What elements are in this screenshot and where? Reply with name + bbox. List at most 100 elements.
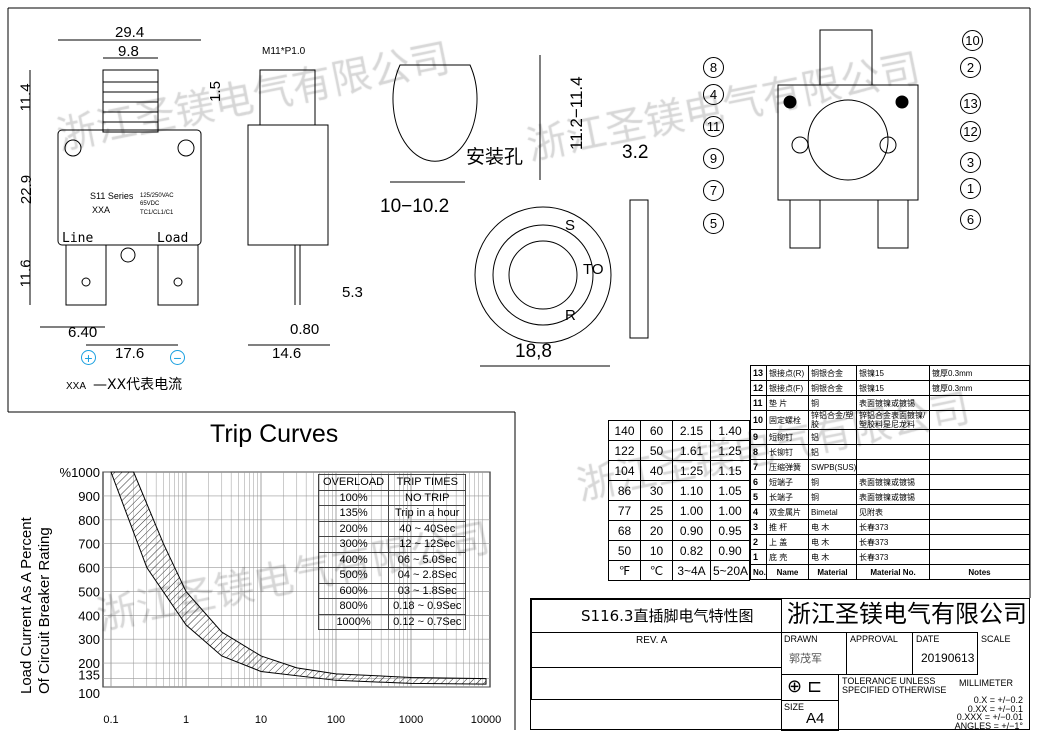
x-tick-label: 10000 — [471, 714, 502, 726]
bom-header: Material No. — [856, 564, 930, 580]
bom-cell: 电 木 — [808, 549, 857, 565]
overload-cell: 12 ~ 12Sec — [388, 536, 467, 553]
overload-cell: 135% — [317, 505, 390, 522]
temp-cell: 2.15 — [672, 420, 711, 441]
bom-cell: 电 木 — [808, 519, 857, 535]
overload-cell: 300% — [317, 536, 390, 553]
temp-cell: 1.05 — [710, 480, 750, 501]
tolerance-label-2: SPECIFIED OTHERWISE — [842, 685, 947, 695]
temp-cell: 20 — [640, 520, 673, 541]
temp-cell: 30 — [640, 480, 673, 501]
overload-cell: 600% — [317, 582, 390, 599]
overload-cell: 0.12 ~ 0.7Sec — [388, 613, 467, 630]
bom-cell — [929, 504, 1030, 520]
temp-cell: 1.25 — [672, 460, 711, 481]
bom-cell: 长春373 — [856, 534, 930, 550]
bom-cell: 3 — [750, 519, 767, 535]
overload-row: 1000%0.12 ~ 0.7Sec — [317, 613, 467, 630]
overload-row: 800%0.18 ~ 0.9Sec — [317, 598, 467, 615]
tolerance-unit: MILLIMETER — [959, 678, 1014, 688]
bom-cell: 推 杆 — [766, 519, 809, 535]
bom-cell: 铝 — [808, 444, 857, 460]
overload-row: 100%NO TRIP — [317, 489, 467, 506]
bom-cell: 13 — [750, 365, 767, 381]
overload-cell: 03 ~ 1.8Sec — [388, 582, 467, 599]
bom-header: Material — [808, 564, 857, 580]
bom-cell — [929, 444, 1030, 460]
overload-cell: 40 ~ 40Sec — [388, 520, 467, 537]
y-tick-label: 300 — [78, 632, 100, 647]
temp-cell: 68 — [608, 520, 641, 541]
y-tick-label: 600 — [78, 561, 100, 576]
y-tick-label: 400 — [78, 608, 100, 623]
overload-cell: 800% — [317, 598, 390, 615]
overload-cell: 100% — [317, 489, 390, 506]
bom-header: Notes — [929, 564, 1030, 580]
overload-cell: 400% — [317, 551, 390, 568]
temp-cell: 1.25 — [710, 440, 750, 461]
overload-row: 400%06 ~ 5.0Sec — [317, 551, 467, 568]
temp-cell: 0.90 — [672, 520, 711, 541]
temp-cell: 122 — [608, 440, 641, 461]
x-tick-label: 100 — [327, 714, 345, 726]
overload-cell: 200% — [317, 520, 390, 537]
temp-cell: 104 — [608, 460, 641, 481]
bom-cell: 7 — [750, 459, 767, 475]
bom-cell: 11 — [750, 395, 767, 411]
bom-cell: 9 — [750, 429, 767, 445]
bom-cell: 锌铝合金/塑胶 — [808, 410, 857, 430]
bom-cell — [929, 534, 1030, 550]
temp-cell: 0.82 — [672, 540, 711, 561]
drawn-by: 郭茂军 — [789, 653, 822, 665]
overload-cell: Trip in a hour — [388, 505, 467, 522]
overload-row: 200%40 ~ 40Sec — [317, 520, 467, 537]
bom-cell: 固定螺栓 — [766, 410, 809, 430]
temp-header: 5~20A — [710, 560, 750, 581]
bom-cell: 1 — [750, 549, 767, 565]
y-tick-label: 135 — [78, 668, 100, 683]
date-label: DATE — [916, 634, 940, 644]
bom-cell: 铜银合金 — [808, 365, 857, 381]
y-tick-label: 500 — [78, 584, 100, 599]
bom-cell: 银镍15 — [856, 380, 930, 396]
overload-row: 600%03 ~ 1.8Sec — [317, 582, 467, 599]
temp-header: 3~4A — [672, 560, 711, 581]
x-tick-label: 10 — [255, 714, 267, 726]
date-value: 20190613 — [921, 651, 975, 665]
scale-label: SCALE — [981, 634, 1011, 644]
bom-cell — [929, 474, 1030, 490]
bom-cell: 铜银合金 — [808, 380, 857, 396]
bom-cell: 镀厚0.3mm — [929, 380, 1030, 396]
temp-cell: 50 — [640, 440, 673, 461]
y-tick-label: 700 — [78, 537, 100, 552]
temp-cell: 1.61 — [672, 440, 711, 461]
bom-cell — [929, 410, 1030, 430]
overload-row: 500%04 ~ 2.8Sec — [317, 567, 467, 584]
overload-row: 135%Trip in a hour — [317, 505, 467, 522]
bom-cell: 4 — [750, 504, 767, 520]
temp-cell: 25 — [640, 500, 673, 521]
bom-cell: 电 木 — [808, 534, 857, 550]
bom-cell — [929, 459, 1030, 475]
temp-cell: 50 — [608, 540, 641, 561]
temp-header: ℉ — [608, 560, 641, 581]
y-tick-label: 100 — [78, 686, 100, 701]
bom-cell: 12 — [750, 380, 767, 396]
overload-cell: 1000% — [317, 613, 390, 630]
bom-cell: 铜 — [808, 395, 857, 411]
drawing-title: S116.3直插脚电气特性图 — [581, 607, 754, 625]
temp-cell: 1.10 — [672, 480, 711, 501]
bom-cell: 表面镀镍或镀锡 — [856, 489, 930, 505]
bom-cell: 长春373 — [856, 549, 930, 565]
